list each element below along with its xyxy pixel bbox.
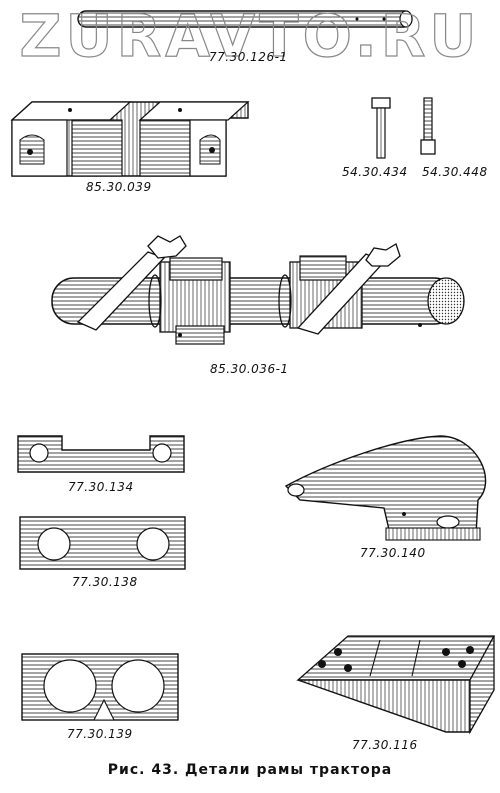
part-label-bracket-arm: 77.30.140 — [360, 546, 426, 560]
bracket-block-drawing — [10, 101, 250, 177]
part-label-rod: 77.30.126-1 — [209, 50, 288, 64]
shaft-assembly-drawing — [51, 235, 465, 345]
stepped-plate-drawing — [17, 435, 185, 473]
part-label-bolt-2: 54.30.448 — [422, 165, 488, 179]
part-label-holed-plate: 77.30.138 — [72, 575, 138, 589]
part-label-bracket-block: 85.30.039 — [86, 180, 152, 194]
holed-plate-drawing — [19, 516, 186, 570]
bolt-1-drawing — [371, 97, 391, 159]
watermark-text: ZURAVTO.RU — [19, 2, 480, 70]
slotted-plate-drawing — [21, 653, 179, 721]
part-label-bolt-1: 54.30.434 — [342, 165, 408, 179]
bracket-arm-drawing — [284, 435, 487, 541]
bearing-block-drawing — [296, 635, 496, 735]
bolt-2-drawing — [420, 97, 436, 155]
part-label-slotted-plate: 77.30.139 — [67, 727, 133, 741]
figure-caption: Рис. 43. Детали рамы трактора — [107, 762, 393, 778]
rod-drawing — [77, 10, 413, 28]
part-label-bearing-block: 77.30.116 — [352, 738, 418, 752]
part-label-stepped-plate: 77.30.134 — [68, 480, 134, 494]
part-label-shaft-assembly: 85.30.036-1 — [210, 362, 289, 376]
